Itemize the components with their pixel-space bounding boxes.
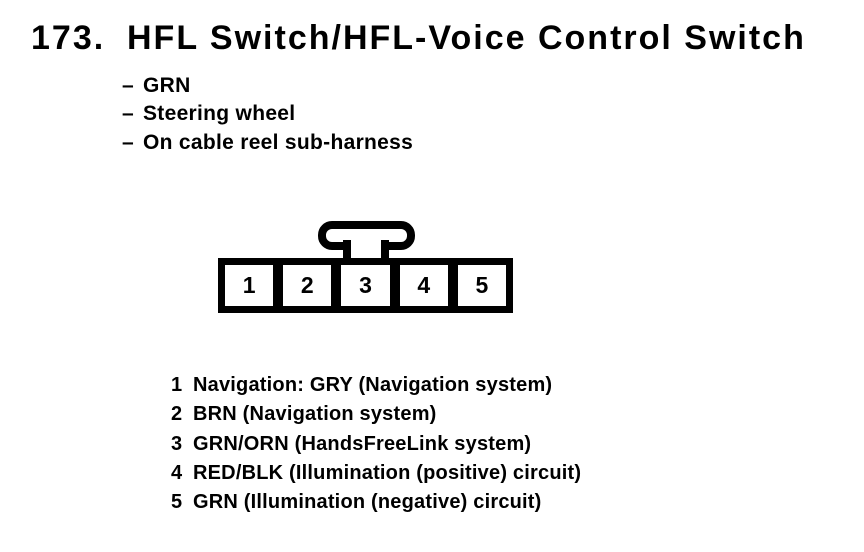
pin-row: 5 GRN (Illumination (negative) circuit) bbox=[171, 488, 581, 517]
attribute-row: – Steering wheel bbox=[122, 100, 413, 128]
pin-description: Navigation: GRY (Navigation system) bbox=[193, 374, 553, 396]
pin-row: 3 GRN/ORN (HandsFreeLink system) bbox=[171, 430, 581, 459]
pin-number: 2 bbox=[171, 403, 183, 426]
attribute-list: – GRN – Steering wheel – On cable reel s… bbox=[122, 72, 413, 157]
cavity-number: 4 bbox=[417, 272, 431, 298]
pin-row: 1 Navigation: GRY (Navigation system) bbox=[171, 371, 581, 400]
attribute-label: On cable reel sub-harness bbox=[143, 130, 414, 154]
attribute-row: – GRN bbox=[122, 72, 413, 100]
pin-number: 3 bbox=[171, 432, 183, 455]
cavity-number: 5 bbox=[475, 272, 489, 298]
cavity-number: 3 bbox=[359, 272, 372, 298]
connector-cavity-2: 2 bbox=[283, 265, 332, 306]
figure-title: HFL Switch/HFL-Voice Control Switch bbox=[127, 19, 806, 57]
attribute-label: GRN bbox=[143, 74, 191, 97]
pin-legend: 1 Navigation: GRY (Navigation system) 2 … bbox=[171, 371, 581, 517]
cavity-number: 1 bbox=[242, 272, 256, 298]
cavity-number: 2 bbox=[300, 272, 314, 298]
pin-number: 1 bbox=[171, 374, 183, 396]
connector-lock-tab-stem-icon bbox=[343, 240, 389, 263]
connector-cavity-1: 1 bbox=[225, 265, 274, 306]
pin-number: 5 bbox=[171, 491, 183, 514]
connector-cavity-4: 4 bbox=[399, 265, 448, 306]
dash-bullet: – bbox=[122, 74, 134, 97]
pin-description: GRN (Illumination (negative) circuit) bbox=[193, 491, 542, 514]
pin-row: 4 RED/BLK (Illumination (positive) circu… bbox=[171, 459, 581, 488]
dash-bullet: – bbox=[122, 130, 134, 154]
pin-description: BRN (Navigation system) bbox=[193, 403, 437, 426]
connector-cavity-5: 5 bbox=[457, 265, 507, 306]
attribute-label: Steering wheel bbox=[143, 102, 296, 126]
dash-bullet: – bbox=[122, 102, 134, 126]
figure-item-number: 173. bbox=[31, 19, 106, 57]
pin-number: 4 bbox=[171, 461, 183, 484]
pin-row: 2 BRN (Navigation system) bbox=[171, 400, 581, 429]
pin-description: GRN/ORN (HandsFreeLink system) bbox=[193, 432, 532, 455]
connector-body: 1 2 3 4 5 bbox=[218, 258, 513, 313]
connector-cavity-3: 3 bbox=[341, 265, 390, 306]
attribute-row: – On cable reel sub-harness bbox=[122, 129, 413, 157]
figure-title-row: 173. HFL Switch/HFL-Voice Control Switch bbox=[31, 18, 806, 58]
pin-description: RED/BLK (Illumination (positive) circuit… bbox=[193, 461, 582, 484]
